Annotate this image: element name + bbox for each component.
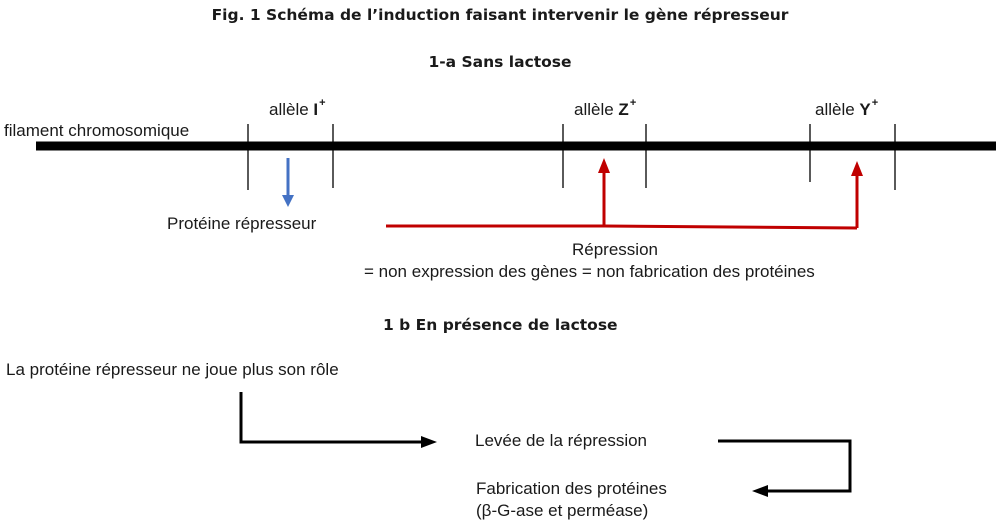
gene-boundaries	[247, 124, 896, 190]
allele-i-label: allèle I+	[269, 97, 326, 119]
step-protein-synthesis: Fabrication des protéines	[476, 479, 667, 498]
repression-label: Répression	[572, 240, 658, 259]
repressor-protein-label: Protéine répresseur	[167, 214, 317, 233]
expression-arrowhead	[282, 195, 294, 207]
repression-definition: = non expression des gènes = non fabrica…	[364, 262, 815, 281]
repression-arrowhead-y	[851, 161, 863, 176]
gene-y-name: Y	[859, 100, 871, 119]
step-protein-list: (β-G-ase et perméase)	[476, 501, 649, 520]
gene-z-name: Z	[618, 100, 629, 119]
gene-z-sign: +	[629, 97, 637, 109]
flow-arrow-2	[718, 439, 852, 497]
gene-i-name: I	[313, 100, 319, 119]
figure-title: Fig. 1 Schéma de l’induction faisant int…	[211, 6, 789, 24]
repression-path	[386, 171, 859, 230]
chromosome-label: filament chromosomique	[4, 121, 190, 140]
section-b-title: 1 b En présence de lactose	[383, 316, 618, 334]
repression-arrowhead-z	[598, 158, 610, 173]
section-a-title: 1-a Sans lactose	[428, 53, 572, 71]
step-lift-repression: Levée de la répression	[475, 431, 648, 450]
gene-i-sign: +	[319, 97, 326, 109]
flow-arrow-1	[239, 392, 437, 448]
gene-y-sign: +	[871, 97, 879, 109]
lactose-statement: La protéine répresseur ne joue plus son …	[6, 360, 339, 379]
allele-y-label: allèle Y+	[815, 97, 879, 119]
allele-z-label: allèle Z+	[574, 97, 637, 119]
